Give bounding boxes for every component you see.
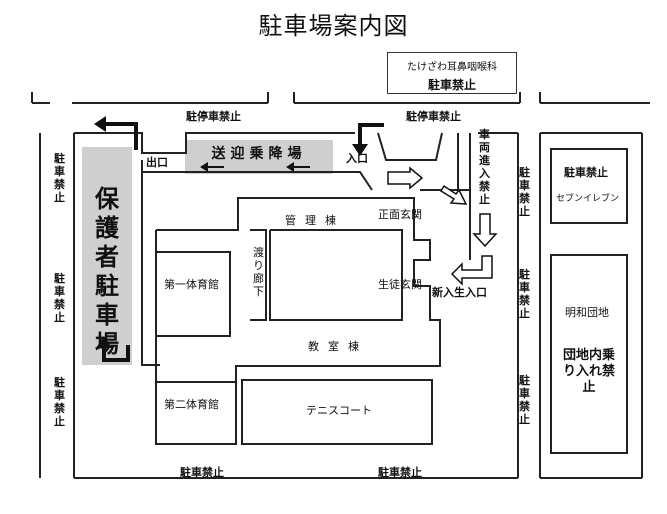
seven-eleven-label: セブンイレブン [556,194,620,204]
gym1-label: 第一体育館 [164,278,219,291]
tennis-court-label: テニスコート [306,404,372,417]
corridor-box [250,229,267,321]
clinic-no-parking: 駐車禁止 [427,78,476,92]
right-no-parking-label: 駐車禁止 [564,166,608,179]
entrance-arrow-head [352,144,368,156]
main-building [155,197,441,383]
pickup-arrow-left-a [206,166,224,168]
hollow-arrow-diagonal [439,184,468,205]
new-student-entrance-label: 新入生入口 [432,286,487,299]
no-stopping-top-right: 駐停車禁止 [406,110,461,123]
hollow-arrow-right [387,166,424,190]
clinic-name: たけざわ耳鼻咽喉科 [407,62,497,73]
pickup-arrow-left-b [292,166,310,168]
admin-building-label: 管理棟 [285,214,345,227]
no-parking-bottom-right: 駐車禁止 [378,466,422,479]
no-parking-left-3: 駐車禁止 [54,376,65,428]
exit-arrow [102,122,138,150]
no-parking-right-1: 駐車禁止 [519,166,530,218]
seven-eleven-block: 駐車禁止 セブンイレブン [550,148,628,224]
pickup-zone-label: 送迎乗降場 [211,146,307,162]
entrance-label: 入口 [346,152,368,165]
exit-label: 出口 [146,156,168,169]
student-entrance-label: 生徒玄関 [378,278,422,291]
meiwa-danchi-label: 明和団地 [565,306,609,319]
no-parking-left-2: 駐車禁止 [54,272,65,324]
guardian-entry-arrow [102,345,130,362]
classroom-building-label: 教室棟 [308,340,368,353]
inner-driveway [141,160,160,366]
main-entrance-label: 正面玄関 [378,208,422,221]
danchi-no-entry-label: 団地内乗り入れ禁止 [562,348,615,395]
guardian-arrow-head [96,336,112,348]
clinic-box: たけざわ耳鼻咽喉科 駐車禁止 [387,52,517,94]
pickup-zone: 送迎乗降場 [185,140,333,174]
page-title: 駐車場案内図 [258,12,409,40]
inner-driveway-top [142,171,373,191]
no-parking-left-1: 駐車禁止 [54,152,65,204]
compound-outer [74,132,355,154]
gym2-box [155,381,237,445]
hollow-arrow-down [472,213,498,248]
no-parking-bottom-left: 駐車禁止 [180,466,224,479]
no-stopping-top-left: 駐停車禁止 [186,110,241,123]
guardian-parking-zone: 保護者駐車場 [82,147,132,365]
gym2-label: 第二体育館 [164,398,219,411]
gym1-box [156,251,231,337]
entrance-gate [377,132,443,161]
entrance-arrow [358,123,384,148]
meiwa-danchi-block: 明和団地 団地内乗り入れ禁止 [550,254,628,454]
hollow-arrow-uturn [450,255,493,286]
corridor-label: 渡り廊下 [253,246,264,298]
pickup-arrow-left-a-head [200,162,208,172]
no-parking-right-3: 駐車禁止 [519,374,530,426]
no-parking-right-2: 駐車禁止 [519,268,530,320]
vehicle-entry-no-label: 車両進入禁止 [479,128,490,206]
exit-arrow-head [94,116,106,132]
pickup-arrow-left-b-head [286,162,294,172]
tennis-court-box [241,379,433,445]
admin-inner [269,229,403,321]
driveway-right [420,189,471,260]
